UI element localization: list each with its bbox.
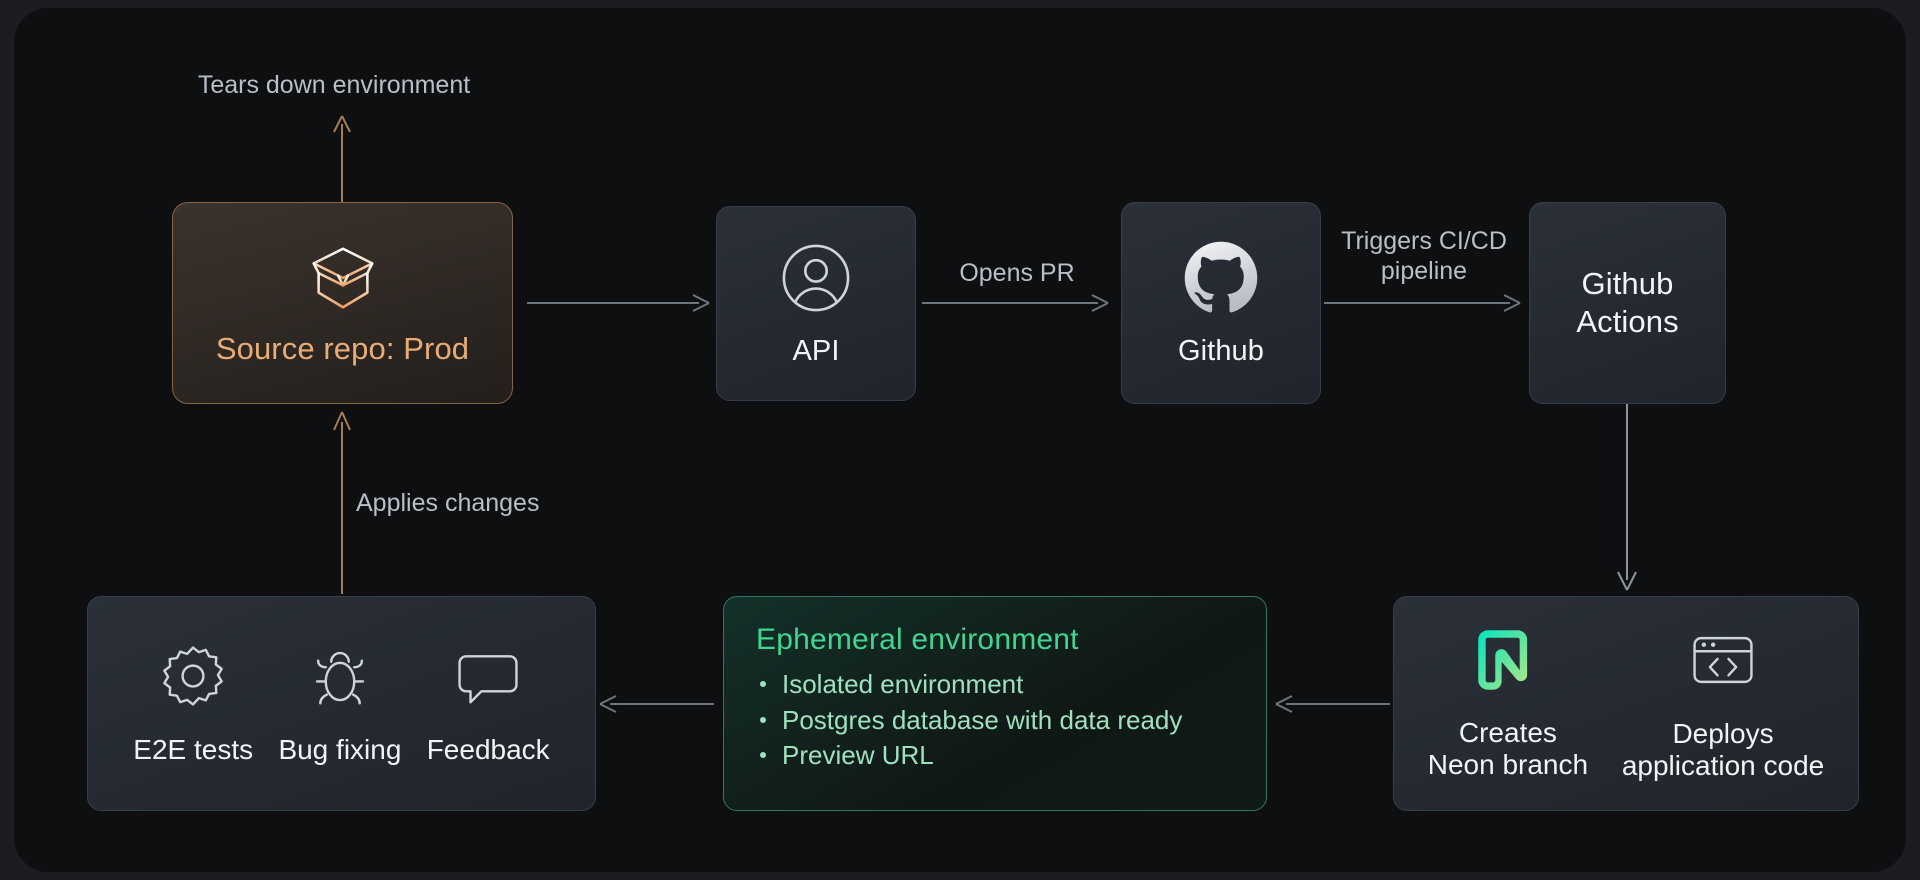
edge-ephemeral-to-dev-loop <box>599 695 714 713</box>
list-item: Postgres database with data ready <box>754 703 1236 739</box>
edge-tears-down <box>333 115 351 208</box>
source-repo-label: Source repo: Prod <box>215 331 470 367</box>
node-github[interactable]: Github <box>1121 202 1321 404</box>
node-neon-actions[interactable]: Creates Neon branch Deploys application … <box>1393 596 1859 811</box>
ephemeral-bullet-list: Isolated environment Postgres database w… <box>754 667 1236 774</box>
api-label: API <box>792 334 840 367</box>
github-octocat-icon <box>1181 238 1261 323</box>
github-label: Github <box>1177 335 1265 368</box>
deploys-application-code-label: Deploys application code <box>1621 718 1825 781</box>
user-circle-icon <box>778 240 854 321</box>
diagram-canvas: Tears down environment Opens PR Triggers… <box>14 8 1906 872</box>
edge-label-tears-down: Tears down environment <box>197 71 471 99</box>
edge-neon-to-ephemeral <box>1275 695 1390 713</box>
edge-applies-changes <box>333 411 351 594</box>
code-window-icon <box>1688 625 1758 700</box>
node-ephemeral-environment[interactable]: Ephemeral environment Isolated environme… <box>723 596 1267 811</box>
creates-neon-branch-label: Creates Neon branch <box>1427 717 1589 780</box>
node-source-repo[interactable]: Source repo: Prod <box>172 202 513 404</box>
node-dev-loop[interactable]: E2E tests Bug fixing <box>87 596 596 811</box>
github-actions-label: Github Actions <box>1576 266 1679 339</box>
edge-label-triggers-cicd: Triggers CI/CD pipeline <box>1341 227 1507 285</box>
cell-feedback[interactable]: Feedback <box>427 641 550 766</box>
e2e-tests-label: E2E tests <box>133 734 254 766</box>
edge-triggers-cicd <box>1324 294 1521 312</box>
feedback-label: Feedback <box>426 734 550 766</box>
bug-icon <box>305 641 375 716</box>
open-box-icon <box>304 239 382 322</box>
edge-label-applies-changes: Applies changes <box>356 489 540 517</box>
list-item: Isolated environment <box>754 667 1236 703</box>
edge-label-opens-pr: Opens PR <box>959 259 1075 287</box>
gear-icon <box>158 641 228 716</box>
bug-fixing-label: Bug fixing <box>278 734 402 766</box>
edge-repo-to-api <box>527 294 710 312</box>
cell-e2e-tests[interactable]: E2E tests <box>133 641 253 766</box>
cell-bug-fixing[interactable]: Bug fixing <box>278 641 401 766</box>
cell-deploys-application-code[interactable]: Deploys application code <box>1622 625 1824 782</box>
speech-bubble-icon <box>453 641 523 716</box>
cell-creates-neon-branch[interactable]: Creates Neon branch <box>1428 626 1588 781</box>
edge-opens-pr <box>922 294 1109 312</box>
edge-actions-down <box>1617 404 1637 591</box>
ephemeral-title: Ephemeral environment <box>756 623 1079 656</box>
list-item: Preview URL <box>754 738 1236 774</box>
node-api[interactable]: API <box>716 206 916 401</box>
neon-logo-icon <box>1474 626 1542 699</box>
node-github-actions[interactable]: Github Actions <box>1529 202 1726 404</box>
